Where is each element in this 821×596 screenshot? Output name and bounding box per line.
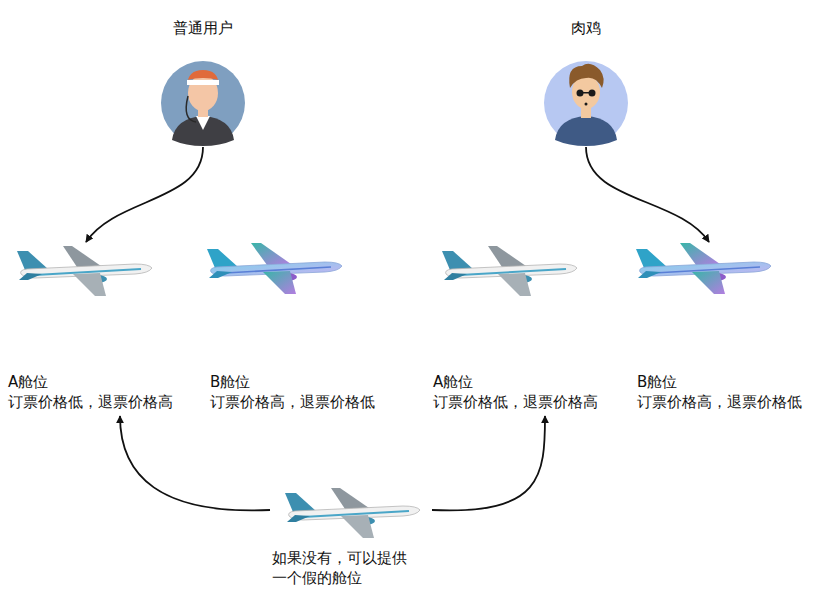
cabin-price: 订票价格低，退票价格高: [433, 392, 598, 412]
curved-arrow: [86, 147, 203, 242]
figure-space: [153, 61, 253, 145]
figure-space: [433, 238, 598, 372]
figure-space: [637, 238, 802, 372]
plane-b: [207, 243, 342, 294]
figure-space: [536, 61, 636, 145]
cabin-price: 订票价格高，退票价格低: [637, 392, 802, 412]
bot-avatar: [544, 61, 628, 146]
role-title: 普通用户: [153, 18, 253, 38]
note-text: 如果没有，可以提供 一个假的舱位: [272, 548, 412, 588]
fake-cabin-node: 如果没有，可以提供 一个假的舱位: [272, 480, 430, 588]
figure-space: [272, 480, 430, 548]
role-title: 肉鸡: [536, 18, 636, 38]
cabin-name: B舱位: [210, 372, 375, 392]
user-node: 肉鸡: [536, 18, 636, 145]
cabin-price: 订票价格低，退票价格高: [8, 392, 173, 412]
plane-fake: [285, 488, 420, 538]
figure-space: [210, 238, 375, 372]
cabin-node: B舱位订票价格高，退票价格低: [210, 238, 375, 412]
user-avatar: [161, 61, 245, 146]
figure-space: [8, 238, 173, 372]
plane-b: [636, 243, 771, 294]
cabin-name: B舱位: [637, 372, 802, 392]
cabin-node: A舱位订票价格低，退票价格高: [8, 238, 173, 412]
plane-a: [442, 246, 577, 296]
plane-a: [17, 246, 152, 296]
cabin-price: 订票价格高，退票价格低: [210, 392, 375, 412]
cabin-node: A舱位订票价格低，退票价格高: [433, 238, 598, 412]
cabin-name: A舱位: [433, 372, 598, 392]
cabin-name: A舱位: [8, 372, 173, 392]
cabin-node: B舱位订票价格高，退票价格低: [637, 238, 802, 412]
curved-arrow: [120, 416, 270, 510]
curved-arrow: [432, 416, 545, 510]
user-node: 普通用户: [153, 18, 253, 145]
curved-arrow: [586, 147, 709, 242]
